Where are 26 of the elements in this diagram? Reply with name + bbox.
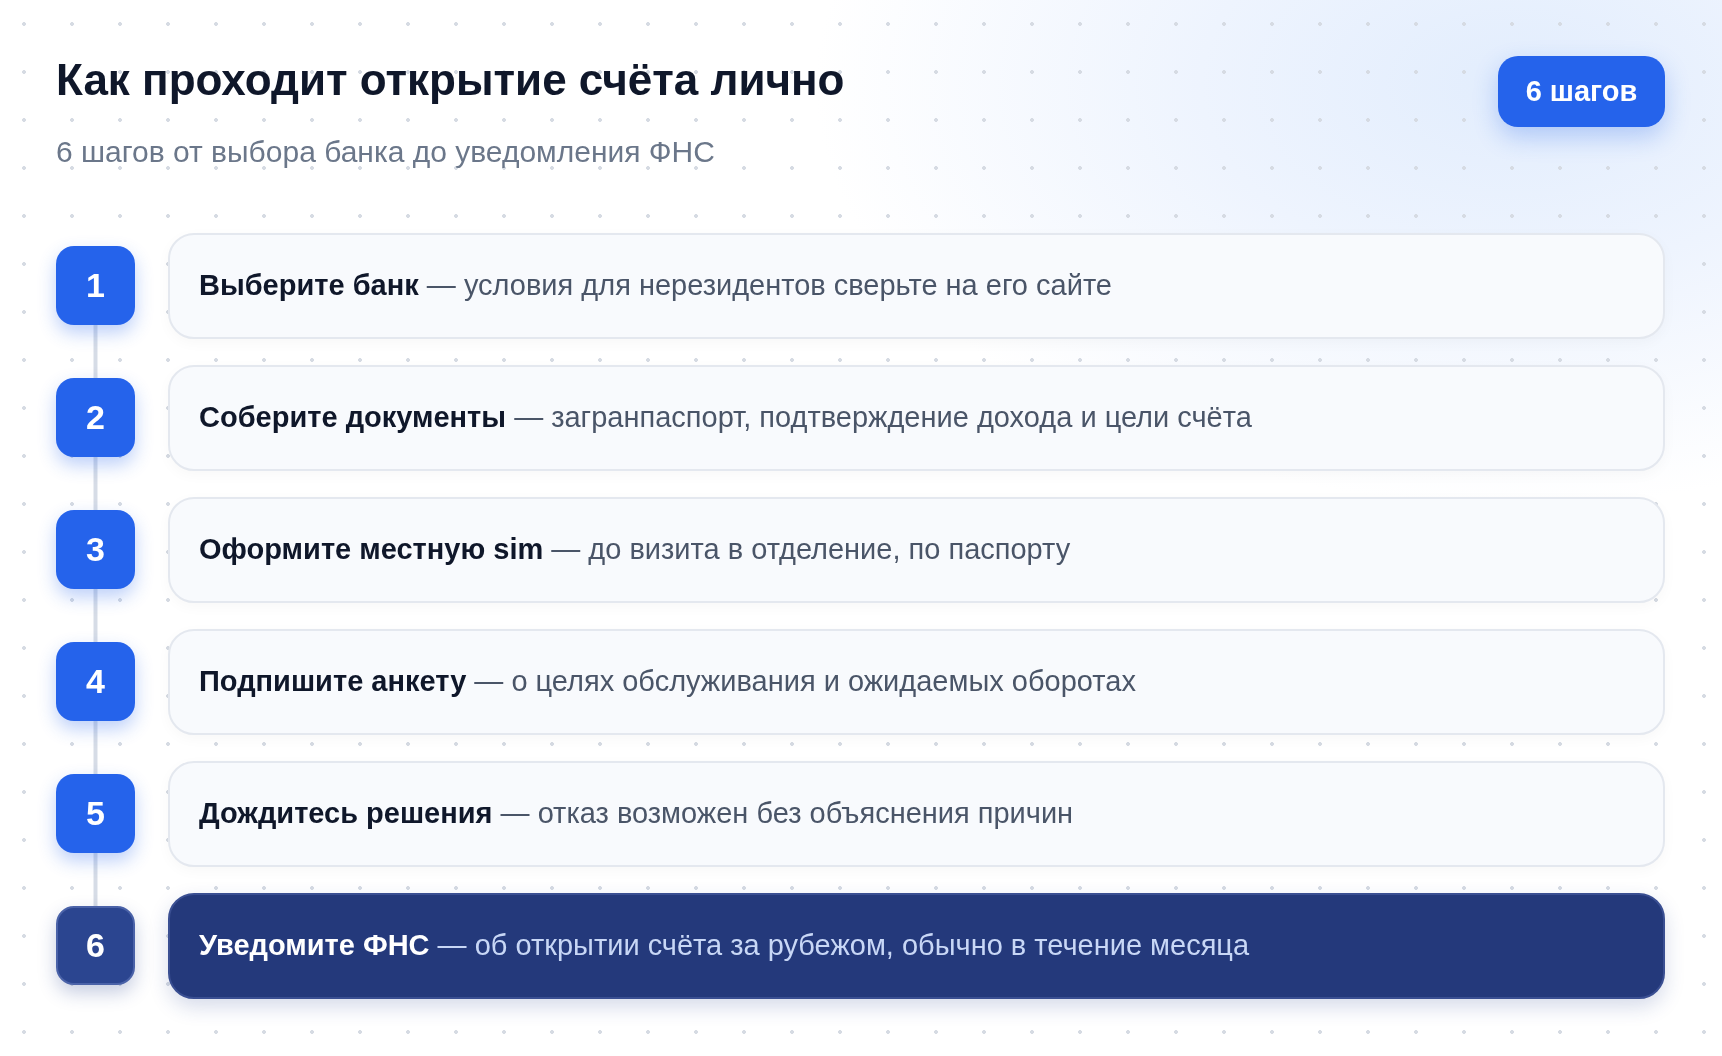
subtitle: 6 шагов от выбора банка до уведомления ФНС [56,134,715,170]
step-count-pill: 6 шагов [1498,56,1665,127]
connector-line [93,325,98,378]
step-text: Уведомите ФНС — об открытии счёта за рубежом, обычно в течение месяца [199,928,1251,964]
step-text: Дождитесь решения — отказ возможен без объяснения причин [199,796,1075,832]
step-card [168,365,1665,471]
connector-line [93,721,98,774]
step-card [168,233,1665,339]
step-number: 2 [56,378,135,457]
connector-line [93,457,98,510]
step-card [168,629,1665,735]
title: Как проходит открытие счёта лично [56,54,845,106]
step-card [168,497,1665,603]
connector-line [93,589,98,642]
step-card [168,761,1665,867]
connector-line [93,853,98,906]
step-number: 6 [56,906,135,985]
step-number: 4 [56,642,135,721]
step-text: Выберите банк — условия для нерезидентов сверьте на его сайте [199,268,1113,304]
step-number: 3 [56,510,135,589]
step-text: Оформите местную sim — до визита в отделение, по паспорту [199,532,1072,568]
step-card [168,893,1665,999]
step-number: 5 [56,774,135,853]
step-text: Соберите документы — загранпаспорт, подтверждение дохода и цели счёта [199,400,1253,436]
step-number: 1 [56,246,135,325]
step-text: Подпишите анкету — о целях обслуживания и ожидаемых оборотах [199,664,1137,700]
